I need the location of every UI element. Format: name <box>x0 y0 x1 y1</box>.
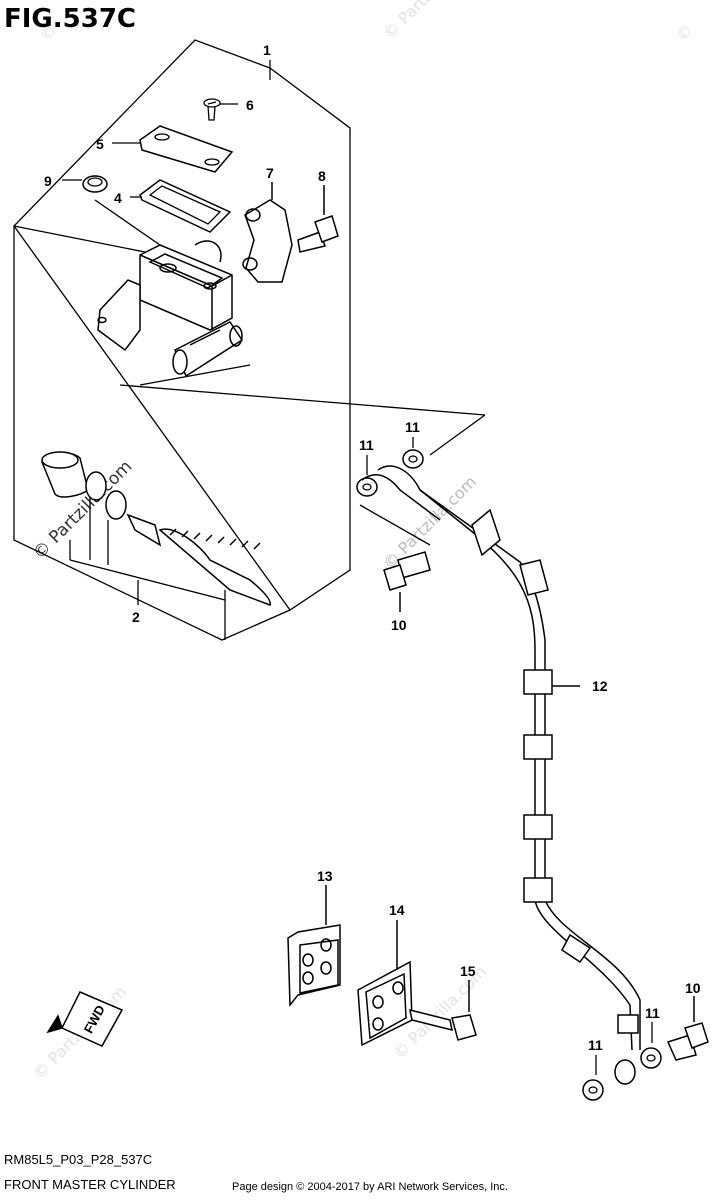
watermark: © <box>40 23 56 42</box>
callout-5: 5 <box>96 136 104 152</box>
washer-11 <box>402 449 424 469</box>
callout-6: 6 <box>246 97 254 113</box>
washer-11 <box>582 1079 604 1101</box>
watermark: © Partzilla.com <box>379 0 480 43</box>
banjo-bolt-10-top <box>383 551 431 612</box>
watermarks: © Partzilla.com © Partzilla.com © Partzi… <box>29 0 692 1083</box>
reservoir-cap <box>139 125 234 173</box>
callout-8: 8 <box>318 168 326 184</box>
callout-11: 11 <box>359 437 374 453</box>
washer-11 <box>640 1047 662 1069</box>
piston-kit <box>41 451 271 606</box>
callout-13: 13 <box>317 868 333 884</box>
clamp-13 <box>287 885 341 1008</box>
callout-14: 14 <box>389 902 405 918</box>
diaphragm <box>139 179 232 233</box>
banjo-bolt-10-bottom <box>666 996 709 1061</box>
callout-15: 15 <box>460 963 476 979</box>
callout-10: 10 <box>391 617 407 633</box>
callout-12: 12 <box>592 678 608 694</box>
figure-title: FIG.537C <box>4 4 137 34</box>
callout-2: 2 <box>132 609 140 625</box>
figure-name: FRONT MASTER CYLINDER <box>4 1177 176 1192</box>
brake-hose-12 <box>361 465 641 1085</box>
callout-11: 11 <box>645 1005 660 1021</box>
callout-4: 4 <box>114 190 122 206</box>
callout-1: 1 <box>263 42 271 58</box>
callout-11: 11 <box>405 419 420 435</box>
clamp-14 <box>357 920 413 1047</box>
callout-9: 9 <box>44 173 52 189</box>
figure-code: RM85L5_P03_P28_537C <box>4 1152 153 1167</box>
master-cylinder-body <box>97 240 244 378</box>
clamp-7 <box>242 182 293 283</box>
callout-10: 10 <box>685 980 701 996</box>
page-credit: Page design © 2004-2017 by ARI Network S… <box>232 1181 508 1193</box>
bolt-15 <box>409 980 477 1041</box>
ring-9 <box>62 175 161 246</box>
watermark: © <box>676 23 692 42</box>
screw-6 <box>203 98 238 121</box>
callout-7: 7 <box>266 165 274 181</box>
assembly-1-outline <box>13 39 351 641</box>
callout-11: 11 <box>588 1037 603 1053</box>
fwd-direction-badge <box>46 991 124 1047</box>
bolt-8 <box>297 185 339 253</box>
washer-11 <box>356 477 378 497</box>
